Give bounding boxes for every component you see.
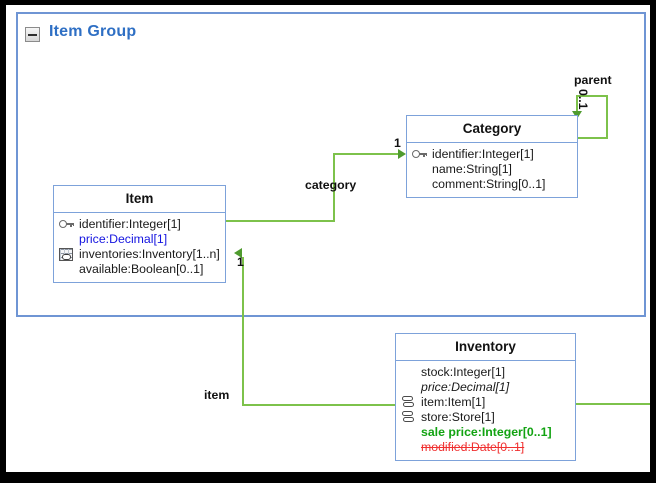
attribute-row[interactable]: item:Item[1] (399, 395, 572, 410)
attribute-label: identifier:Integer[1] (432, 146, 534, 161)
attribute-label: stock:Integer[1] (421, 364, 506, 379)
key-icon (410, 147, 430, 161)
attribute-row[interactable]: comment:String[0..1] (410, 177, 574, 192)
class-name-item: Item (54, 186, 225, 213)
connector-category-arrowhead (398, 149, 406, 159)
class-attributes-category: identifier:Integer[1] name:String[1] com… (407, 143, 577, 197)
link-icon (399, 395, 419, 409)
minus-box-icon[interactable] (25, 27, 40, 42)
attribute-label: name:String[1] (432, 161, 512, 176)
no-icon (410, 162, 430, 176)
connector-item-segment-h (242, 404, 396, 406)
attribute-row[interactable]: price:Decimal[1] (57, 232, 222, 247)
connector-parent-segment-v-left (576, 95, 578, 119)
key-icon (57, 217, 77, 231)
class-box-item[interactable]: Item identifier:Integer[1] price:Decimal… (53, 185, 226, 283)
connector-parent-segment-h-top (576, 95, 608, 97)
link-icon (399, 410, 419, 424)
package-item-group[interactable] (16, 12, 646, 317)
attribute-row[interactable]: inventories:Inventory[1..n] (57, 247, 222, 262)
connector-item-arrowhead (234, 248, 242, 258)
class-box-inventory[interactable]: Inventory stock:Integer[1] price:Decimal… (395, 333, 576, 461)
attribute-row[interactable]: identifier:Integer[1] (410, 147, 574, 162)
association-label-parent: parent (574, 73, 612, 87)
package-title: Item Group (49, 23, 137, 40)
class-box-category[interactable]: Category identifier:Integer[1] name:Stri… (406, 115, 578, 198)
attribute-label: item:Item[1] (421, 394, 486, 409)
no-icon (57, 262, 77, 276)
attribute-label: inventories:Inventory[1..n] (79, 246, 220, 261)
attribute-label: price:Decimal[1] (421, 379, 510, 394)
association-multiplicity-parent: 0..1 (576, 89, 590, 110)
no-icon (410, 177, 430, 191)
class-name-category: Category (407, 116, 577, 143)
association-multiplicity-category: 1 (394, 136, 401, 150)
class-name-inventory: Inventory (396, 334, 575, 361)
no-icon (399, 425, 419, 439)
grid-icon (57, 247, 77, 262)
attribute-label: modified:Date[0..1] (421, 439, 525, 454)
class-attributes-item: identifier:Integer[1] price:Decimal[1] i… (54, 213, 225, 282)
connector-category-segment-h1 (225, 220, 335, 222)
attribute-label: store:Store[1] (421, 409, 495, 424)
connector-parent-segment-v-right (606, 95, 608, 139)
no-icon (399, 380, 419, 394)
attribute-row[interactable]: identifier:Integer[1] (57, 217, 222, 232)
no-icon (57, 232, 77, 246)
association-label-category: category (305, 178, 357, 192)
attribute-label: identifier:Integer[1] (79, 216, 181, 231)
connector-item-segment-v (242, 257, 244, 406)
no-icon (399, 440, 419, 454)
attribute-label: sale price:Integer[0..1] (421, 424, 552, 439)
no-icon (399, 365, 419, 379)
attribute-row[interactable]: name:String[1] (410, 162, 574, 177)
attribute-row[interactable]: stock:Integer[1] (399, 365, 572, 380)
attribute-row[interactable]: available:Boolean[0..1] (57, 262, 222, 277)
diagram-canvas[interactable]: Item Group category 1 parent 0..1 item 1… (6, 5, 650, 472)
attribute-label: price:Decimal[1] (79, 231, 168, 246)
attribute-row[interactable]: price:Decimal[1] (399, 380, 572, 395)
attribute-label: comment:String[0..1] (432, 176, 546, 191)
connector-category-segment-h2 (333, 153, 399, 155)
connector-store-segment-h (576, 403, 650, 405)
attribute-label: available:Boolean[0..1] (79, 261, 204, 276)
class-attributes-inventory: stock:Integer[1] price:Decimal[1] item:I… (396, 361, 575, 460)
association-label-item: item (204, 388, 230, 402)
association-multiplicity-item: 1 (237, 255, 244, 269)
connector-category-segment-v (333, 153, 335, 222)
connector-parent-segment-h-bottom (576, 137, 608, 139)
attribute-row[interactable]: sale price:Integer[0..1] (399, 425, 572, 440)
attribute-row[interactable]: modified:Date[0..1] (399, 440, 572, 455)
attribute-row[interactable]: store:Store[1] (399, 410, 572, 425)
